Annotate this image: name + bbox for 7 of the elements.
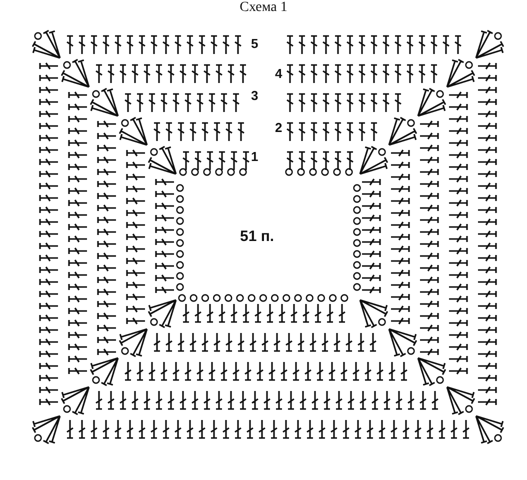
chart-title: Схема 1 — [238, 0, 288, 16]
round-number: 3 — [251, 88, 258, 103]
round-number: 5 — [251, 36, 258, 51]
round-number: 1 — [251, 149, 258, 164]
stitch-count-label: 51 п. — [240, 228, 274, 245]
round-number: 4 — [275, 66, 282, 81]
round-number: 2 — [275, 120, 282, 135]
